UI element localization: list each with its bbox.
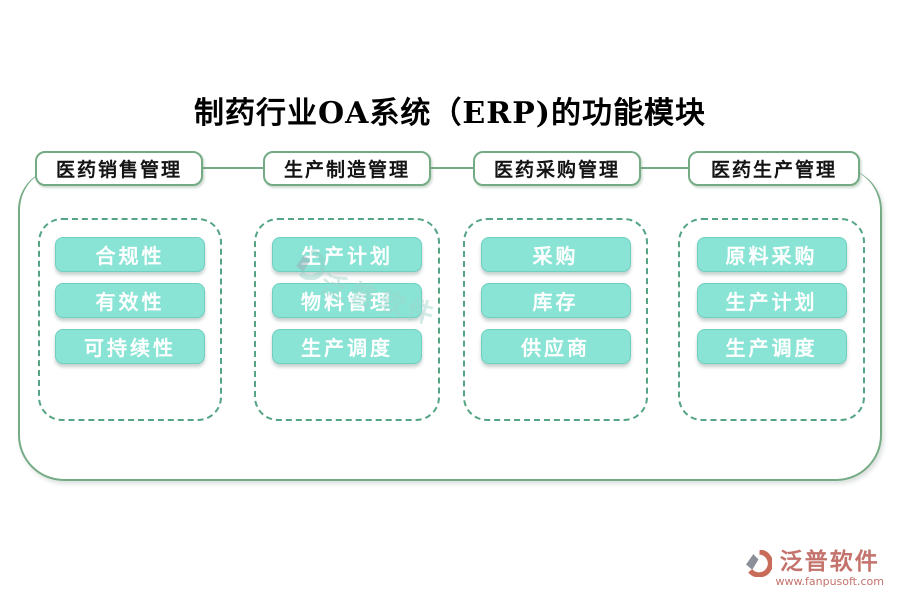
module-item: 生产计划 bbox=[272, 237, 422, 272]
fanpu-logo: 泛普软件 www.fanpusoft.com bbox=[745, 548, 884, 588]
module-item: 生产计划 bbox=[696, 283, 847, 318]
module-group-production: 原料采购 生产计划 生产调度 bbox=[678, 218, 865, 421]
module-item: 生产调度 bbox=[272, 329, 422, 364]
header-connector-line bbox=[201, 167, 265, 169]
module-item: 有效性 bbox=[55, 283, 205, 318]
module-item: 采购 bbox=[480, 237, 631, 272]
module-item: 原料采购 bbox=[696, 237, 847, 272]
fanpu-swirl-icon bbox=[745, 549, 773, 581]
module-header-production: 医药生产管理 bbox=[688, 151, 860, 186]
brand-name: 泛普软件 bbox=[779, 548, 880, 575]
module-group-sales: 合规性 有效性 可持续性 bbox=[38, 218, 222, 421]
modules-container bbox=[18, 168, 882, 481]
module-item: 供应商 bbox=[480, 329, 631, 364]
module-item: 可持续性 bbox=[55, 329, 205, 364]
module-group-manufacturing: 生产计划 物料管理 生产调度 bbox=[254, 218, 440, 421]
page-title: 制药行业OA系统（ERP)的功能模块 bbox=[194, 96, 706, 131]
module-header-manufacturing: 生产制造管理 bbox=[263, 151, 431, 186]
header-connector-line bbox=[639, 167, 690, 169]
module-header-sales: 医药销售管理 bbox=[35, 151, 203, 186]
brand-website: www.fanpusoft.com bbox=[775, 575, 884, 588]
module-item: 生产调度 bbox=[696, 329, 847, 364]
module-item: 库存 bbox=[480, 283, 631, 318]
module-group-procurement: 采购 库存 供应商 bbox=[463, 218, 648, 421]
module-header-procurement: 医药采购管理 bbox=[473, 151, 641, 186]
module-item: 合规性 bbox=[55, 237, 205, 272]
header-connector-line bbox=[429, 167, 475, 169]
module-item: 物料管理 bbox=[272, 283, 422, 318]
